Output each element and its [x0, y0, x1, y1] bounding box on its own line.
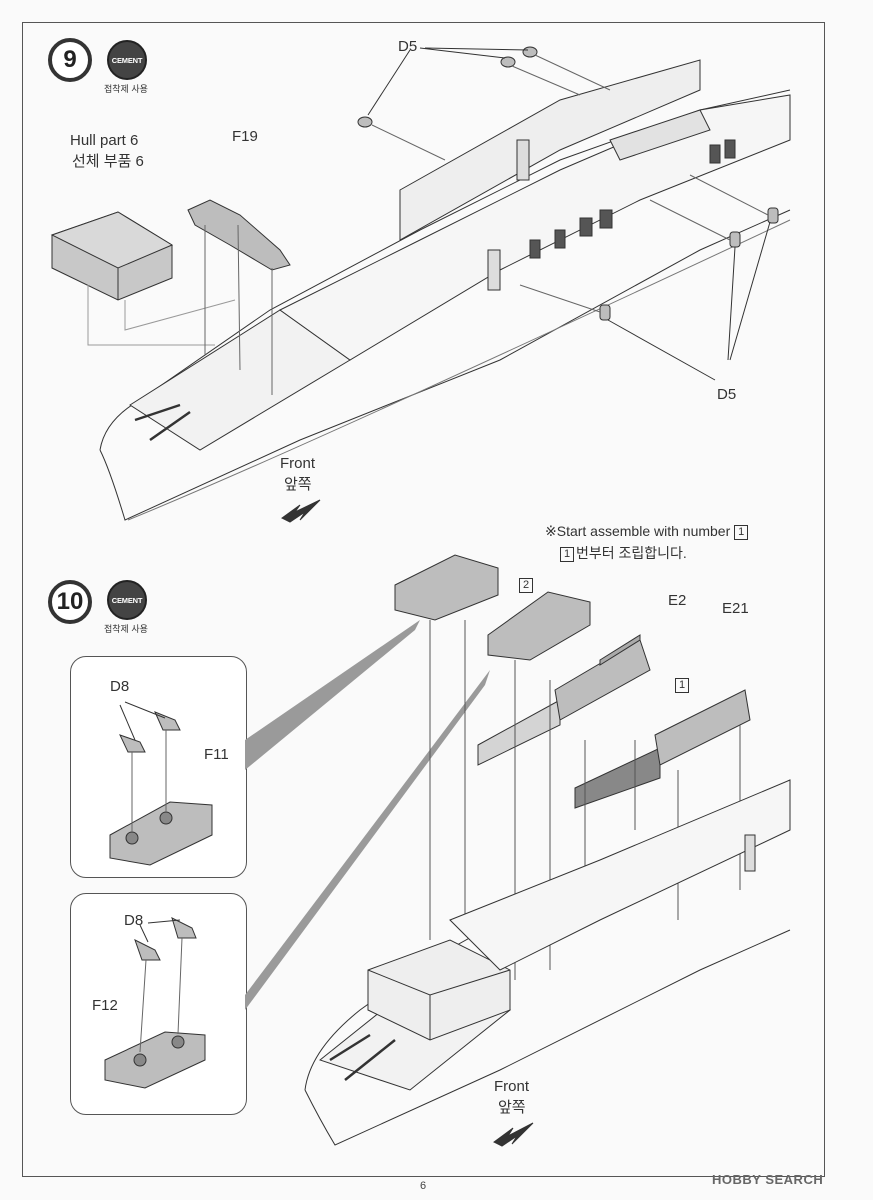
part-f12-exploded: [487, 591, 591, 661]
part-d8-inset1-a: [119, 734, 146, 753]
part-e21-front: [574, 747, 661, 809]
part-d5-bottom-label: D5: [717, 386, 737, 403]
assembly-note-box: 1: [734, 524, 749, 540]
part-d5-a: [357, 116, 373, 128]
part-e2-back: [599, 634, 641, 666]
step-9-number: 9: [48, 38, 92, 82]
front-arrow-9: [281, 499, 321, 523]
front-label-en: Front: [280, 455, 316, 472]
part-d8-inset1-b: [154, 711, 181, 731]
cement-korean-label-10: 접착제 사용: [104, 624, 148, 634]
part-d5-f: [599, 304, 611, 321]
step9-hull-outline: [99, 89, 791, 451]
assembly-note-box-ko: 1: [560, 546, 574, 562]
cement-icon-10: CEMENT: [107, 580, 147, 620]
page-frame: [22, 22, 825, 1177]
front-arrow-10: [493, 1122, 534, 1147]
step9-hull-lower: [99, 209, 791, 521]
box-1-label: 1: [675, 676, 691, 693]
cement-korean-label: 접착제 사용: [104, 84, 148, 94]
inset1-f11-label: F11: [204, 746, 229, 763]
step10-hull-lower: [304, 929, 791, 1146]
step10-bridge-block: [367, 939, 511, 1041]
part-f19-label: F19: [232, 128, 258, 145]
part-f11-exploded: [394, 554, 499, 621]
assembly-note-ko: 번부터 조립합니다.: [576, 545, 687, 561]
part-d8-inset2-a: [134, 939, 161, 961]
part-d5-top-label: D5: [398, 38, 418, 55]
part-d8-inset2-b: [171, 917, 197, 939]
part-e2-label: E2: [668, 592, 687, 609]
step10-main-deck: [449, 779, 791, 971]
step-10-diagram: [104, 554, 791, 1147]
part-d5-b: [500, 56, 516, 68]
part-e21-back: [654, 689, 751, 766]
step9-hull-waterline: [127, 219, 791, 521]
hull-part-label-ko: 선체 부품 6: [72, 153, 144, 170]
part-f19: [187, 199, 291, 271]
front-label-ko-10: 앞쪽: [498, 1099, 526, 1116]
inset2-d8-label: D8: [124, 912, 144, 929]
part-e2-front: [477, 699, 561, 766]
inset2-pointer: [245, 670, 490, 1010]
part-f12: [104, 1031, 206, 1089]
front-label-en-10: Front: [494, 1078, 530, 1095]
hull-part-label-en: Hull part 6: [70, 132, 139, 149]
part-d5-e: [729, 231, 741, 248]
step9-superstructure: [399, 59, 701, 241]
inset1-d8-label: D8: [110, 678, 130, 695]
part-f11: [109, 801, 213, 866]
inset1-pointer: [245, 620, 420, 770]
assembly-note-en: ※Start assemble with number: [545, 523, 731, 539]
watermark: HOBBY SEARCH: [712, 1172, 824, 1187]
part-e21-label: E21: [722, 600, 749, 617]
part-e2-mid: [554, 639, 651, 721]
part-d5-d: [767, 207, 779, 224]
front-label-ko: 앞쪽: [284, 476, 312, 493]
step9-main-deck: [279, 94, 791, 361]
page-number: 6: [420, 1180, 427, 1192]
step-9-diagram: [50, 46, 791, 523]
cement-icon: CEMENT: [107, 40, 147, 80]
inset2-f12-label: F12: [92, 997, 118, 1014]
assembly-note: ※Start assemble with number 1: [545, 523, 750, 540]
step-10-number: 10: [48, 580, 92, 624]
box-2-label: 2: [519, 576, 535, 593]
